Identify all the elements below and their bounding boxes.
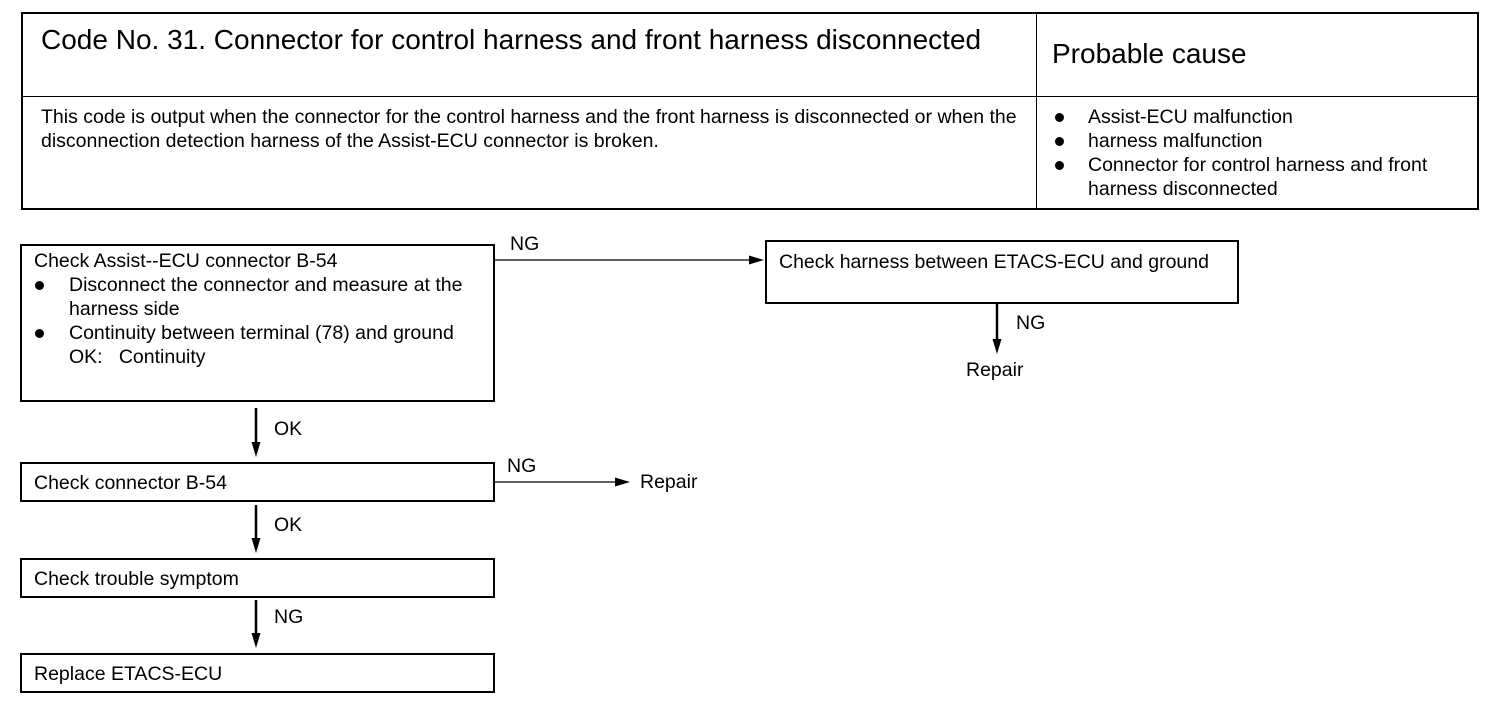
probable-cause-heading: Probable cause [1052,38,1247,69]
step-replace-etacs-ecu: Replace ETACS-ECU [20,653,495,693]
arrowhead [615,477,630,487]
arrowhead [251,538,261,553]
probable-cause-list: Assist-ECU malfunction harness malfuncti… [1037,105,1457,201]
step-title: Replace ETACS-ECU [34,663,223,685]
code-header-table: Code No. 31. Connector for control harne… [21,12,1479,210]
step-title: Check Assist--ECU connector B-54 [34,250,338,272]
ng-label: NG [274,606,304,628]
step-check-assist-ecu-connector: Check Assist--ECU connector B-54 Disconn… [20,244,495,402]
step-title: Check trouble symptom [34,568,239,590]
ok-label: OK [274,418,303,440]
ok-label: OK [274,514,303,536]
cause-item: harness malfunction [1037,129,1457,153]
arrowhead [251,633,261,648]
cause-item: Connector for control harness and front … [1037,153,1457,201]
ng-label: NG [1016,312,1046,334]
table-row-divider [23,96,1477,97]
step-title: Check connector B-54 [34,472,227,494]
repair-result: Repair [966,359,1024,381]
code-title: Code No. 31. Connector for control harne… [41,24,982,55]
arrowhead [749,255,764,265]
step-title: Check harness between ETACS-ECU and grou… [779,251,1209,273]
step-instruction: Disconnect the connector and measure at … [34,273,484,321]
table-column-divider [1036,14,1037,208]
arrowhead [992,339,1002,354]
arrowhead [251,442,261,457]
step-check-trouble-symptom: Check trouble symptom [20,558,495,598]
step-check-connector-b54: Check connector B-54 [20,462,495,502]
cause-item: Assist-ECU malfunction [1037,105,1457,129]
step-ok-criterion: OK: Continuity [69,346,206,368]
repair-result: Repair [640,471,698,493]
code-description: This code is output when the connector f… [41,106,1017,152]
step-check-harness-etacs-ecu: Check harness between ETACS-ECU and grou… [765,240,1239,304]
step-instruction-list: Disconnect the connector and measure at … [34,273,484,345]
ng-label: NG [507,455,537,477]
ng-label: NG [510,233,540,255]
step-instruction: Continuity between terminal (78) and gro… [34,321,484,345]
